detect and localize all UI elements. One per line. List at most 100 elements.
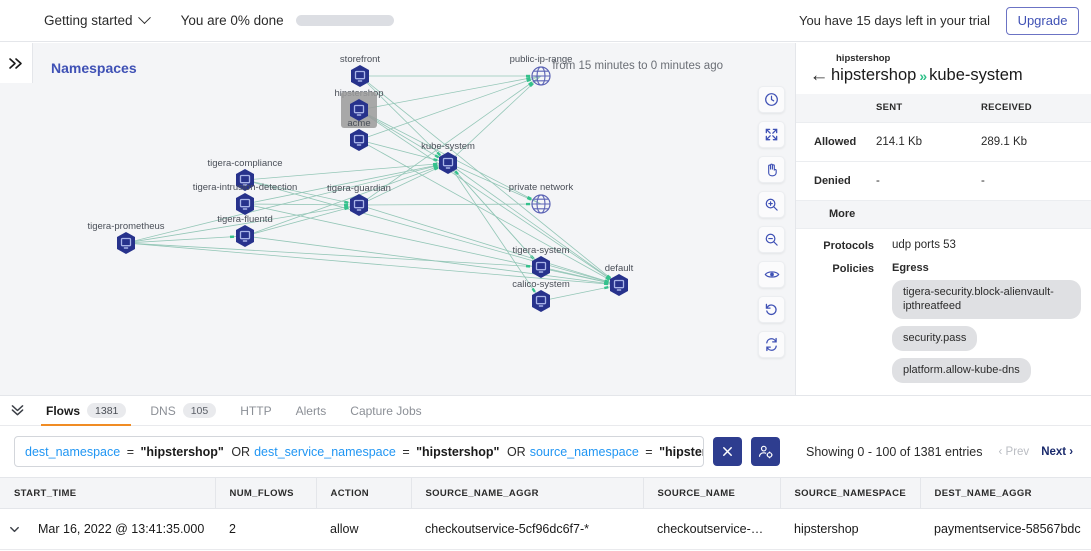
traffic-row-sent: 214.1 Kb — [876, 135, 923, 148]
clock-icon[interactable] — [758, 86, 785, 113]
column-header-source_namespace[interactable]: SOURCE_NAMESPACE — [780, 477, 921, 509]
namespace-icon — [350, 99, 368, 121]
service-graph-panel[interactable]: Namespaces from 15 minutes to 0 minutes … — [0, 43, 795, 395]
graph-node-tigera-intrusion-detection[interactable] — [233, 192, 257, 216]
graph-node-default[interactable] — [607, 273, 631, 297]
graph-node-tigera-system[interactable] — [529, 255, 553, 279]
graph-node-kube-system[interactable] — [436, 151, 460, 175]
clear-query-button[interactable] — [713, 437, 742, 466]
pagination-controls: ‹ Prev Next › — [999, 446, 1074, 458]
tab-label: Alerts — [295, 403, 327, 418]
cell-source_name_aggr: checkoutservice-5cf96dc6f7-* — [411, 508, 643, 550]
more-section-header[interactable]: More — [796, 200, 1091, 229]
policy-chip[interactable]: security.pass — [892, 326, 978, 352]
column-header-start_time[interactable]: START_TIME — [0, 477, 216, 509]
traffic-col-sent: SENT — [876, 102, 903, 114]
protocols-row: Protocols udp ports 53 — [796, 229, 1091, 252]
query-token-value: "hipstershop" — [416, 444, 503, 459]
tab-label: DNS — [150, 403, 176, 418]
cell-source_name: checkoutservice-… — [643, 508, 780, 550]
graph-toolbar — [758, 86, 785, 358]
traffic-col-blank — [796, 94, 876, 122]
table-row: Allowed 214.1 Kb 289.1 Kb — [796, 122, 1091, 161]
graph-node-calico-system[interactable] — [529, 289, 553, 313]
tab-alerts[interactable]: Alerts — [284, 396, 339, 425]
namespace-icon — [610, 274, 628, 296]
policy-chip[interactable]: tigera-security.block-alienvault-ipthrea… — [892, 279, 1081, 320]
graph-time-range-label: from 15 minutes to 0 minutes ago — [552, 60, 723, 72]
expand-icon[interactable] — [758, 121, 785, 148]
double-chevron-right-icon — [9, 57, 22, 69]
graph-view-title[interactable]: Namespaces — [51, 60, 137, 76]
onboarding-progress-bar — [295, 15, 394, 26]
tab-capture-jobs[interactable]: Capture Jobs — [338, 396, 433, 425]
namespace-icon — [236, 193, 254, 215]
graph-node-hipstershop[interactable] — [347, 98, 371, 122]
refresh-icon[interactable] — [758, 331, 785, 358]
traffic-summary-table: SENT RECEIVED Allowed 214.1 Kb 289.1 Kb … — [796, 94, 1091, 201]
graph-node-tigera-prometheus[interactable] — [114, 231, 138, 255]
namespace-icon — [117, 232, 135, 254]
flow-detail-panel: hipstershop ← hipstershop » kube-system … — [795, 43, 1091, 395]
graph-node-tigera-fluentd[interactable] — [233, 224, 257, 248]
graph-node-acme[interactable] — [347, 128, 371, 152]
detail-source-label: hipstershop — [831, 66, 917, 84]
graph-node-storefront[interactable] — [348, 64, 372, 88]
zoom-in-icon[interactable] — [758, 191, 785, 218]
query-token-op: = — [126, 444, 138, 459]
query-token-op: = — [645, 444, 657, 459]
query-token-or: OR — [506, 444, 526, 459]
collapse-panel-button[interactable] — [0, 404, 34, 417]
column-header-source_name_aggr[interactable]: SOURCE_NAME_AGGR — [411, 477, 644, 509]
namespace-icon — [439, 152, 457, 174]
upgrade-button[interactable]: Upgrade — [1006, 6, 1079, 35]
traffic-row-label: Allowed — [814, 135, 857, 148]
policy-chip[interactable]: platform.allow-kube-dns — [892, 358, 1031, 383]
column-header-action[interactable]: ACTION — [316, 477, 412, 509]
graph-node-public-ip-range[interactable] — [529, 64, 553, 88]
policies-row: Policies Egress tigera-security.block-al… — [796, 252, 1091, 390]
column-header-source_name[interactable]: SOURCE_NAME — [643, 477, 781, 509]
saved-queries-button[interactable] — [751, 437, 780, 466]
graph-node-private-network[interactable] — [529, 192, 553, 216]
double-chevron-down-icon — [11, 405, 23, 416]
next-page-button[interactable]: Next › — [1041, 445, 1074, 458]
traffic-row-received: - — [981, 174, 985, 187]
back-arrow-icon[interactable]: ← — [809, 65, 829, 86]
chevron-down-icon — [137, 11, 151, 25]
getting-started-dropdown[interactable]: Getting started — [44, 11, 151, 28]
tab-label: Flows — [46, 403, 81, 418]
query-token-value: "hipstershop" — [659, 444, 703, 459]
table-row: Denied - - — [796, 161, 1091, 200]
tab-label: Capture Jobs — [350, 403, 422, 418]
chevron-down-icon[interactable] — [8, 523, 30, 536]
column-header-dest_name_aggr[interactable]: DEST_NAME_AGGR — [920, 477, 1091, 509]
prev-page-button[interactable]: ‹ Prev — [998, 445, 1030, 458]
tab-http[interactable]: HTTP — [228, 396, 283, 425]
detail-target-label: kube-system — [929, 66, 1023, 84]
cell-start_time: Mar 16, 2022 @ 13:41:35.000 — [0, 508, 215, 550]
sidebar-expand-button[interactable] — [0, 43, 33, 83]
namespace-icon — [350, 194, 368, 216]
zoom-out-icon[interactable] — [758, 226, 785, 253]
undo-icon[interactable] — [758, 296, 785, 323]
tab-label: HTTP — [240, 403, 272, 418]
namespace-icon — [350, 129, 368, 151]
query-token-field: source_namespace — [529, 444, 643, 459]
globe-icon — [531, 194, 551, 214]
user-settings-icon — [758, 445, 773, 458]
eye-icon[interactable] — [758, 261, 785, 288]
query-token-field: dest_service_namespace — [254, 444, 400, 459]
graph-node-tigera-compliance[interactable] — [233, 168, 257, 192]
traffic-row-sent: - — [876, 174, 880, 187]
namespace-icon — [532, 290, 550, 312]
hand-icon[interactable] — [758, 156, 785, 183]
column-header-num_flows[interactable]: NUM_FLOWS — [215, 477, 317, 509]
graph-node-tigera-guardian[interactable] — [347, 193, 371, 217]
